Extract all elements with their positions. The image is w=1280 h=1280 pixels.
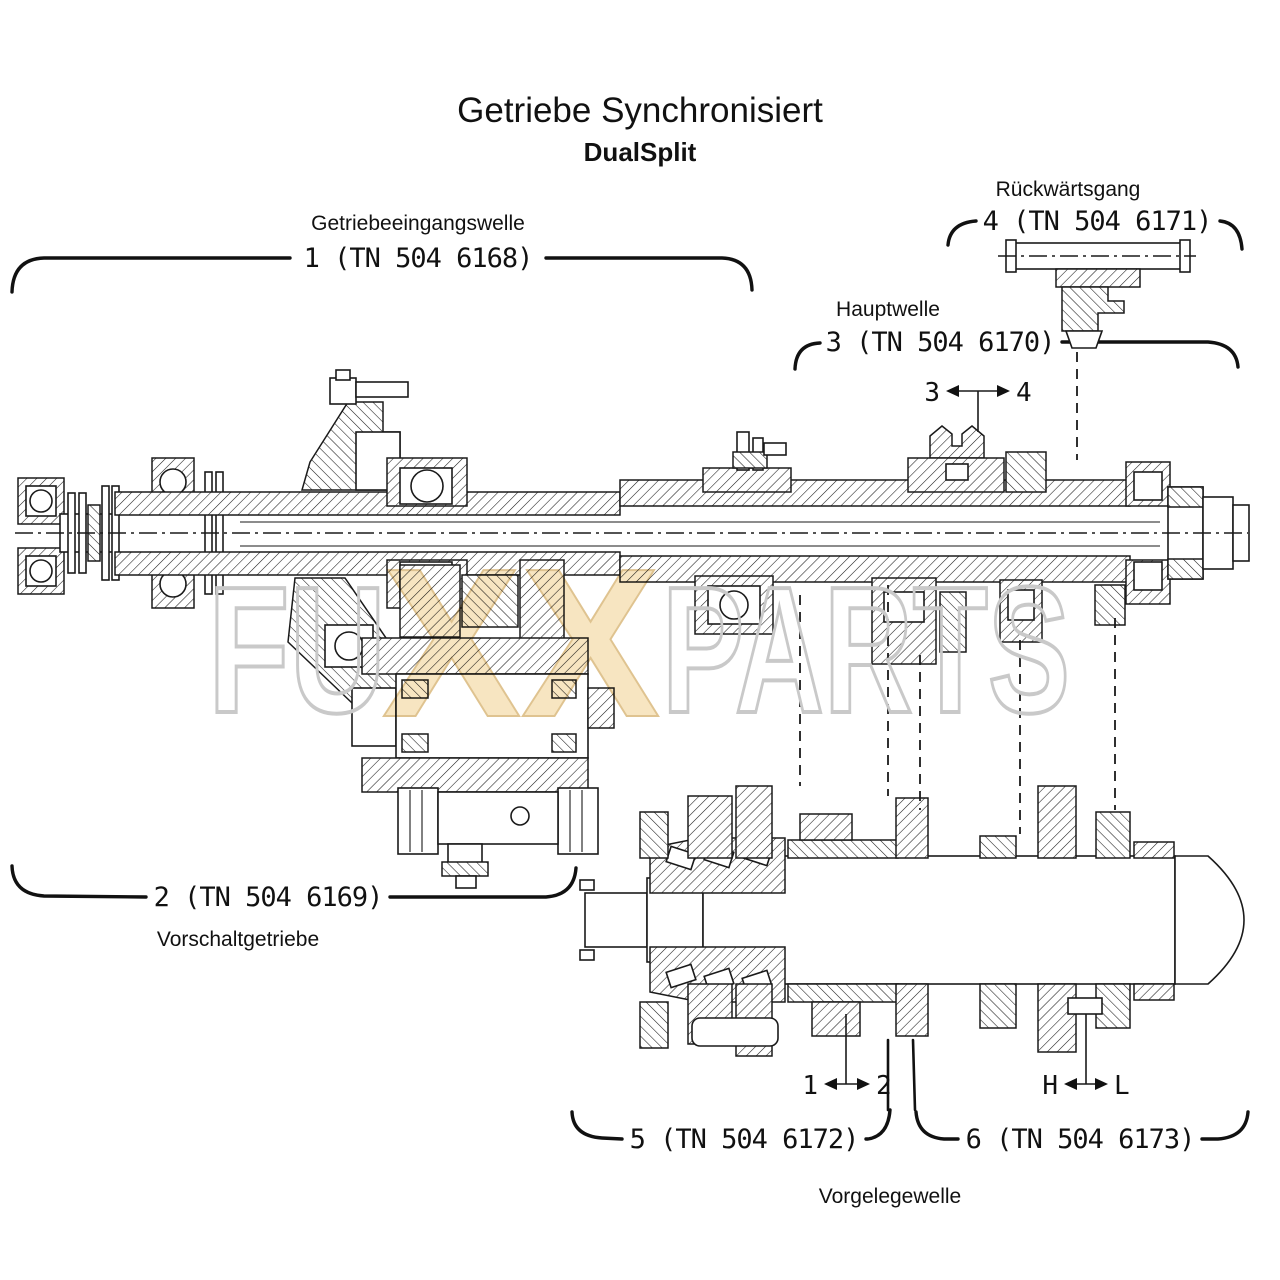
marker-4: 4 — [1016, 378, 1032, 408]
shift-rail — [702, 431, 792, 493]
shift-marker-1-2: 1 2 — [802, 1014, 892, 1101]
callout-6-countershaft-rear: 6 (TN 504 6173) — [914, 1110, 1250, 1155]
label-reverse-gear: Rückwärtsgang — [996, 178, 1141, 201]
reverse-gear-part — [998, 239, 1196, 349]
shift-marker-3-4: 3 4 — [924, 378, 1032, 432]
callout-2-pre-gearbox: 2 (TN 504 6169) — [10, 864, 578, 913]
callout-4-reverse-gear: 4 (TN 504 6171) — [946, 206, 1244, 251]
marker-3: 3 — [924, 378, 940, 408]
page-subtitle: DualSplit — [584, 137, 697, 167]
callout-3-main-shaft: 3 (TN 504 6170) — [793, 327, 1240, 371]
marker-2: 2 — [876, 1071, 892, 1101]
page-title: Getriebe Synchronisiert — [457, 91, 823, 130]
callout-5-countershaft-front: 5 (TN 504 6172) — [570, 1108, 892, 1155]
pre-gearbox-unit — [287, 577, 615, 889]
synchronizer-3-4 — [907, 425, 1047, 493]
main-shaft-assembly — [15, 369, 1250, 665]
main-shaft-right-end — [1125, 461, 1250, 605]
under-shaft-gears — [399, 559, 1126, 665]
watermark-segment-fu: FU — [208, 550, 386, 751]
watermark: FU XX PARTS — [206, 523, 1072, 762]
callout-1-input-shaft: 1 (TN 504 6168) — [10, 243, 754, 294]
part-number-2: 2 (TN 504 6169) — [154, 882, 383, 913]
shift-marker-h-l: H L — [1042, 1014, 1130, 1101]
marker-1: 1 — [802, 1071, 818, 1101]
label-pre-gearbox: Vorschaltgetriebe — [157, 928, 319, 951]
part-number-1: 1 (TN 504 6168) — [304, 243, 533, 274]
watermark-segment-parts: PARTS — [662, 550, 1070, 751]
part-number-5: 5 (TN 504 6172) — [630, 1124, 859, 1155]
leader-lines — [886, 1038, 917, 1112]
projection-lines — [799, 352, 1116, 834]
watermark-segment-xx: XX — [382, 524, 660, 761]
label-input-shaft: Getriebeeingangswelle — [311, 212, 525, 235]
marker-l: L — [1114, 1071, 1130, 1101]
countershaft-assembly — [579, 785, 1245, 1057]
part-number-3: 3 (TN 504 6170) — [826, 327, 1055, 358]
marker-h: H — [1042, 1071, 1058, 1101]
label-main-shaft: Hauptwelle — [836, 298, 940, 321]
label-countershaft: Vorgelegewelle — [819, 1185, 961, 1208]
part-number-6: 6 (TN 504 6173) — [966, 1124, 1195, 1155]
part-number-4: 4 (TN 504 6171) — [983, 206, 1212, 237]
